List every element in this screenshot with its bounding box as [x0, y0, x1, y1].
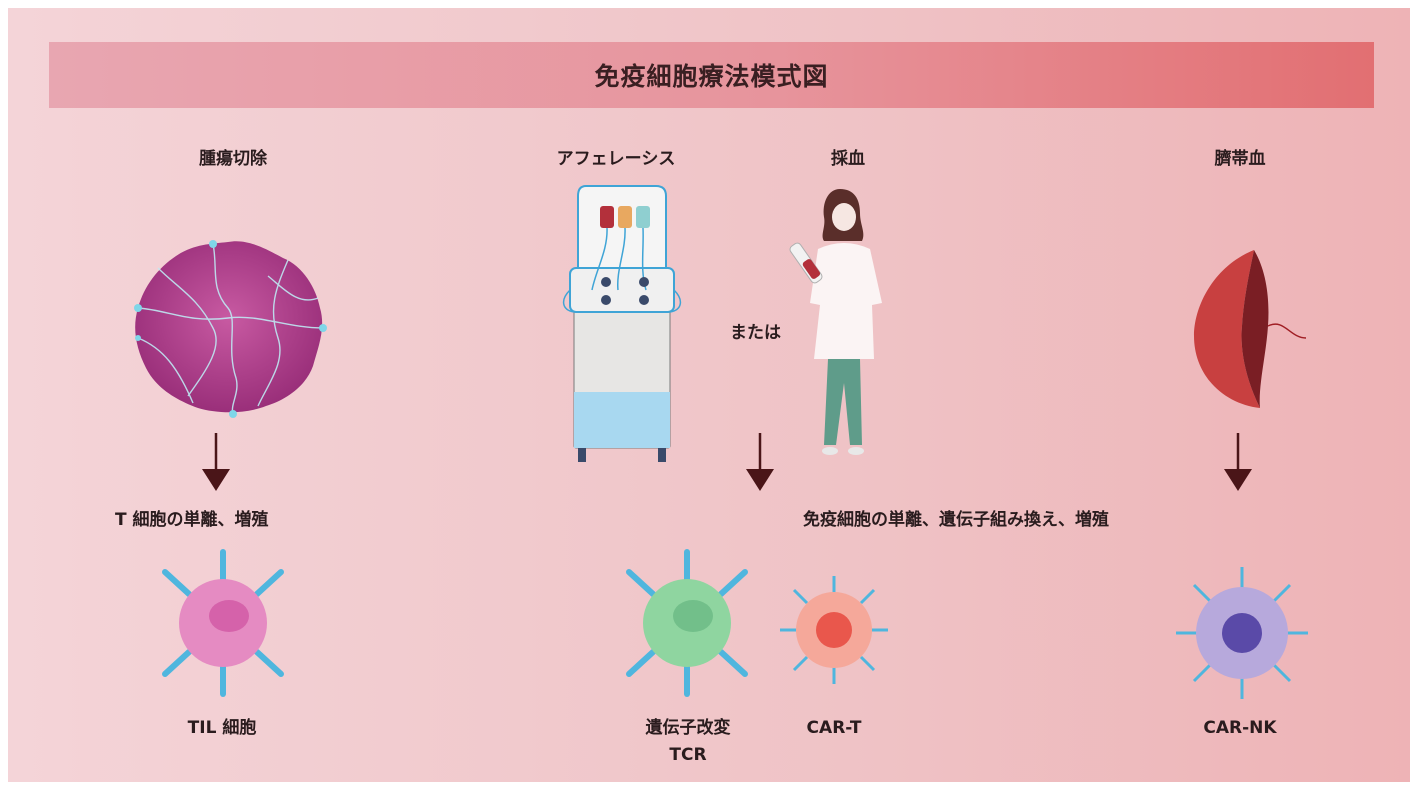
cell-label-tcr-line2: TCR [669, 745, 707, 765]
or-label: または [730, 323, 781, 343]
source-label-tumor-resection: 腫瘍切除 [199, 149, 267, 169]
source-label-blood-draw: 採血 [831, 149, 865, 169]
til-cell-illustration [162, 549, 284, 697]
car-nk-cell-illustration [1176, 567, 1308, 699]
cell-label-til: TIL 細胞 [187, 718, 257, 738]
tumor-illustration [134, 240, 327, 418]
source-label-cord-blood: 臍帯血 [1214, 149, 1266, 169]
car-t-cell-illustration [780, 576, 888, 684]
cell-label-tcr-line1: 遺伝子改変 [645, 718, 731, 738]
apheresis-machine-illustration [562, 185, 682, 462]
cell-label-car-t: CAR-T [806, 718, 862, 738]
process-label-gene-modification: 免疫細胞の単離、遺伝子組み換え、増殖 [803, 510, 1109, 530]
cell-label-car-nk: CAR-NK [1203, 718, 1277, 738]
source-label-apheresis: アフェレーシス [556, 149, 676, 169]
down-arrow-tumor [202, 433, 230, 491]
process-label-t-cell-isolation: T 細胞の単離、増殖 [115, 510, 269, 530]
down-arrow-cord-blood [1224, 433, 1252, 491]
nurse-blood-draw-illustration [789, 189, 882, 455]
diagram-canvas: 免疫細胞療法模式図 腫瘍切除 アフェレーシス 採血 臍帯血 または [8, 8, 1410, 782]
cell-label-tcr: 遺伝子改変 TCR [646, 715, 731, 769]
page-title: 免疫細胞療法模式図 [594, 62, 829, 91]
cord-blood-illustration [1194, 250, 1307, 408]
tcr-cell-illustration [626, 549, 748, 697]
down-arrow-apheresis-blood [746, 433, 774, 491]
title-banner: 免疫細胞療法模式図 [49, 42, 1374, 108]
